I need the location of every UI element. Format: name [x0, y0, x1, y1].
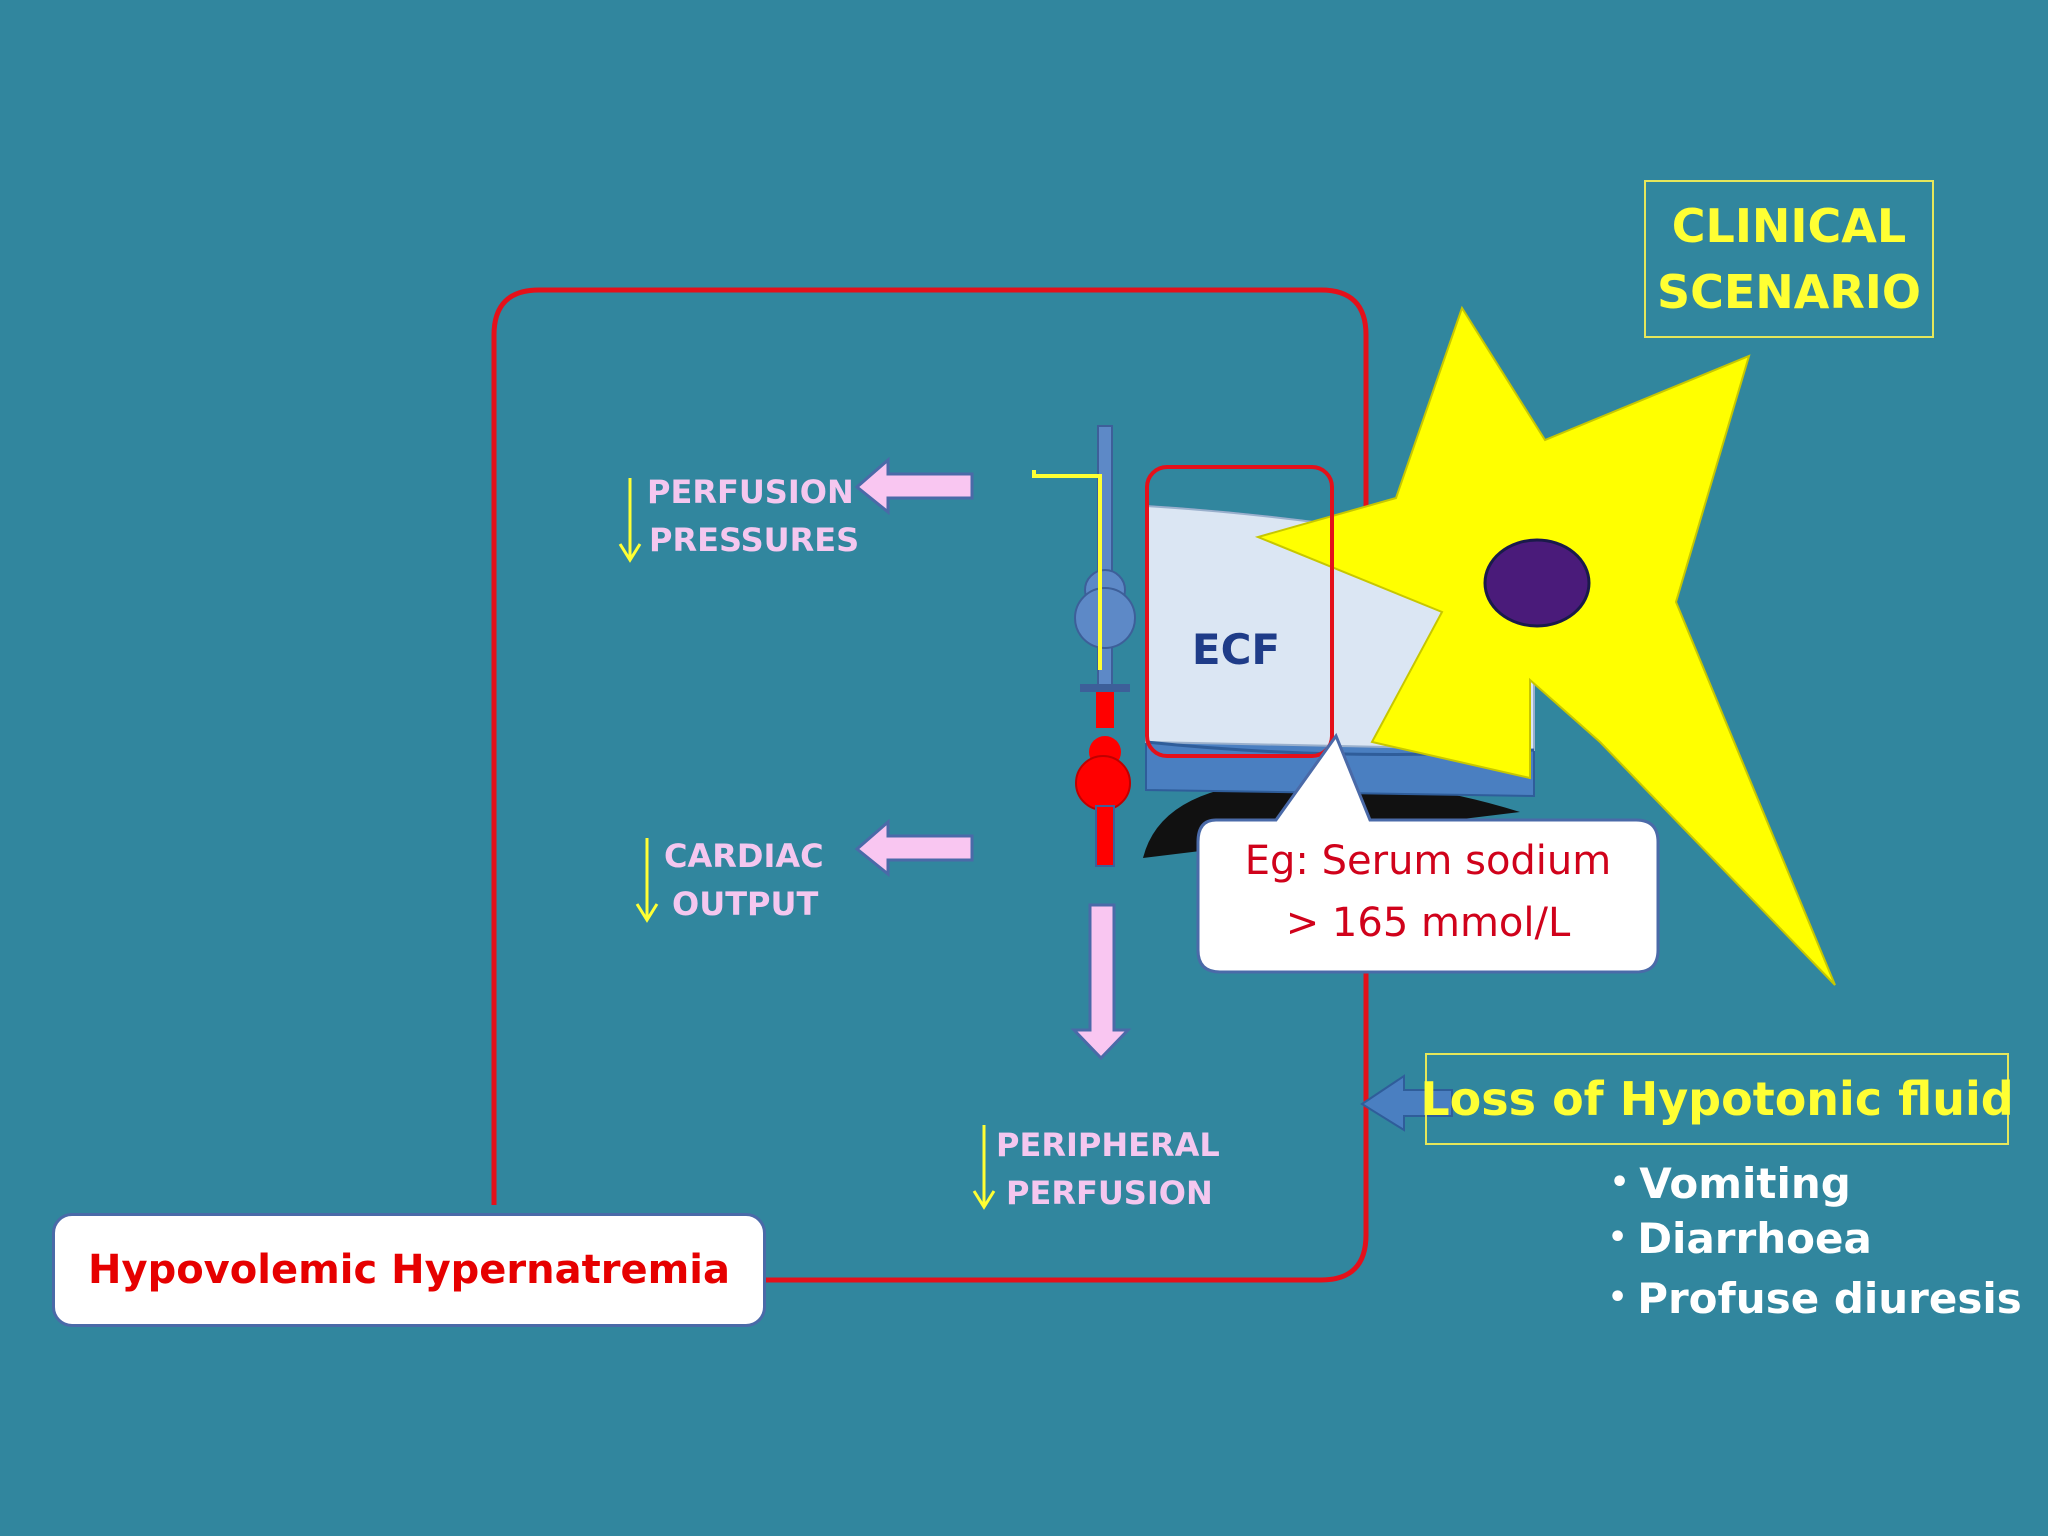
callout-line-1: Eg: Serum sodium — [1244, 838, 1612, 884]
vessel-column — [1032, 425, 1136, 867]
cell-star — [1254, 305, 1836, 986]
down-arrow-icon — [972, 1125, 996, 1210]
callout-bubble — [1196, 732, 1660, 974]
loss-title: Loss of Hypotonic fluid — [1420, 1053, 2014, 1145]
ecf-label: ECF — [1191, 625, 1281, 674]
peripheral-perfusion-label-1: PERIPHERAL — [996, 1126, 1220, 1164]
callout-text: Eg: Serum sodium > 165 mmol/L — [1196, 830, 1660, 954]
peripheral-perfusion-label-2: PERFUSION — [1006, 1174, 1213, 1212]
condition-label: Hypovolemic Hypernatremia — [52, 1213, 766, 1327]
cause-diarrhoea: Diarrhoea — [1608, 1214, 1872, 1263]
down-arrow-icon — [635, 838, 659, 923]
callout-line-2: > 165 mmol/L — [1285, 900, 1571, 946]
cardiac-output-label-1: CARDIAC — [664, 837, 824, 875]
down-arrow-icon — [618, 478, 642, 563]
perfusion-pressures-label-2: PRESSURES — [649, 521, 860, 559]
cardiac-output-label-2: OUTPUT — [672, 885, 819, 923]
arrow-to-perfusion — [854, 456, 974, 516]
clinical-scenario-line-1: CLINICAL — [1671, 199, 1907, 253]
cause-vomiting: Vomiting — [1610, 1159, 1851, 1208]
ecf-highlight — [1145, 465, 1334, 758]
clinical-scenario-box: CLINICAL SCENARIO — [1644, 180, 1934, 338]
cell-nucleus — [1483, 538, 1591, 628]
perfusion-pressures-label-1: PERFUSION — [647, 473, 854, 511]
arrow-loss-to-frame — [1360, 1074, 1453, 1132]
clinical-scenario-line-2: SCENARIO — [1656, 265, 1922, 319]
cause-profuse-diuresis: Profuse diuresis — [1608, 1274, 2022, 1323]
arrow-to-peripheral — [1070, 903, 1132, 1061]
frame-outline — [491, 287, 1369, 1283]
arrow-to-cardiac — [854, 818, 974, 878]
